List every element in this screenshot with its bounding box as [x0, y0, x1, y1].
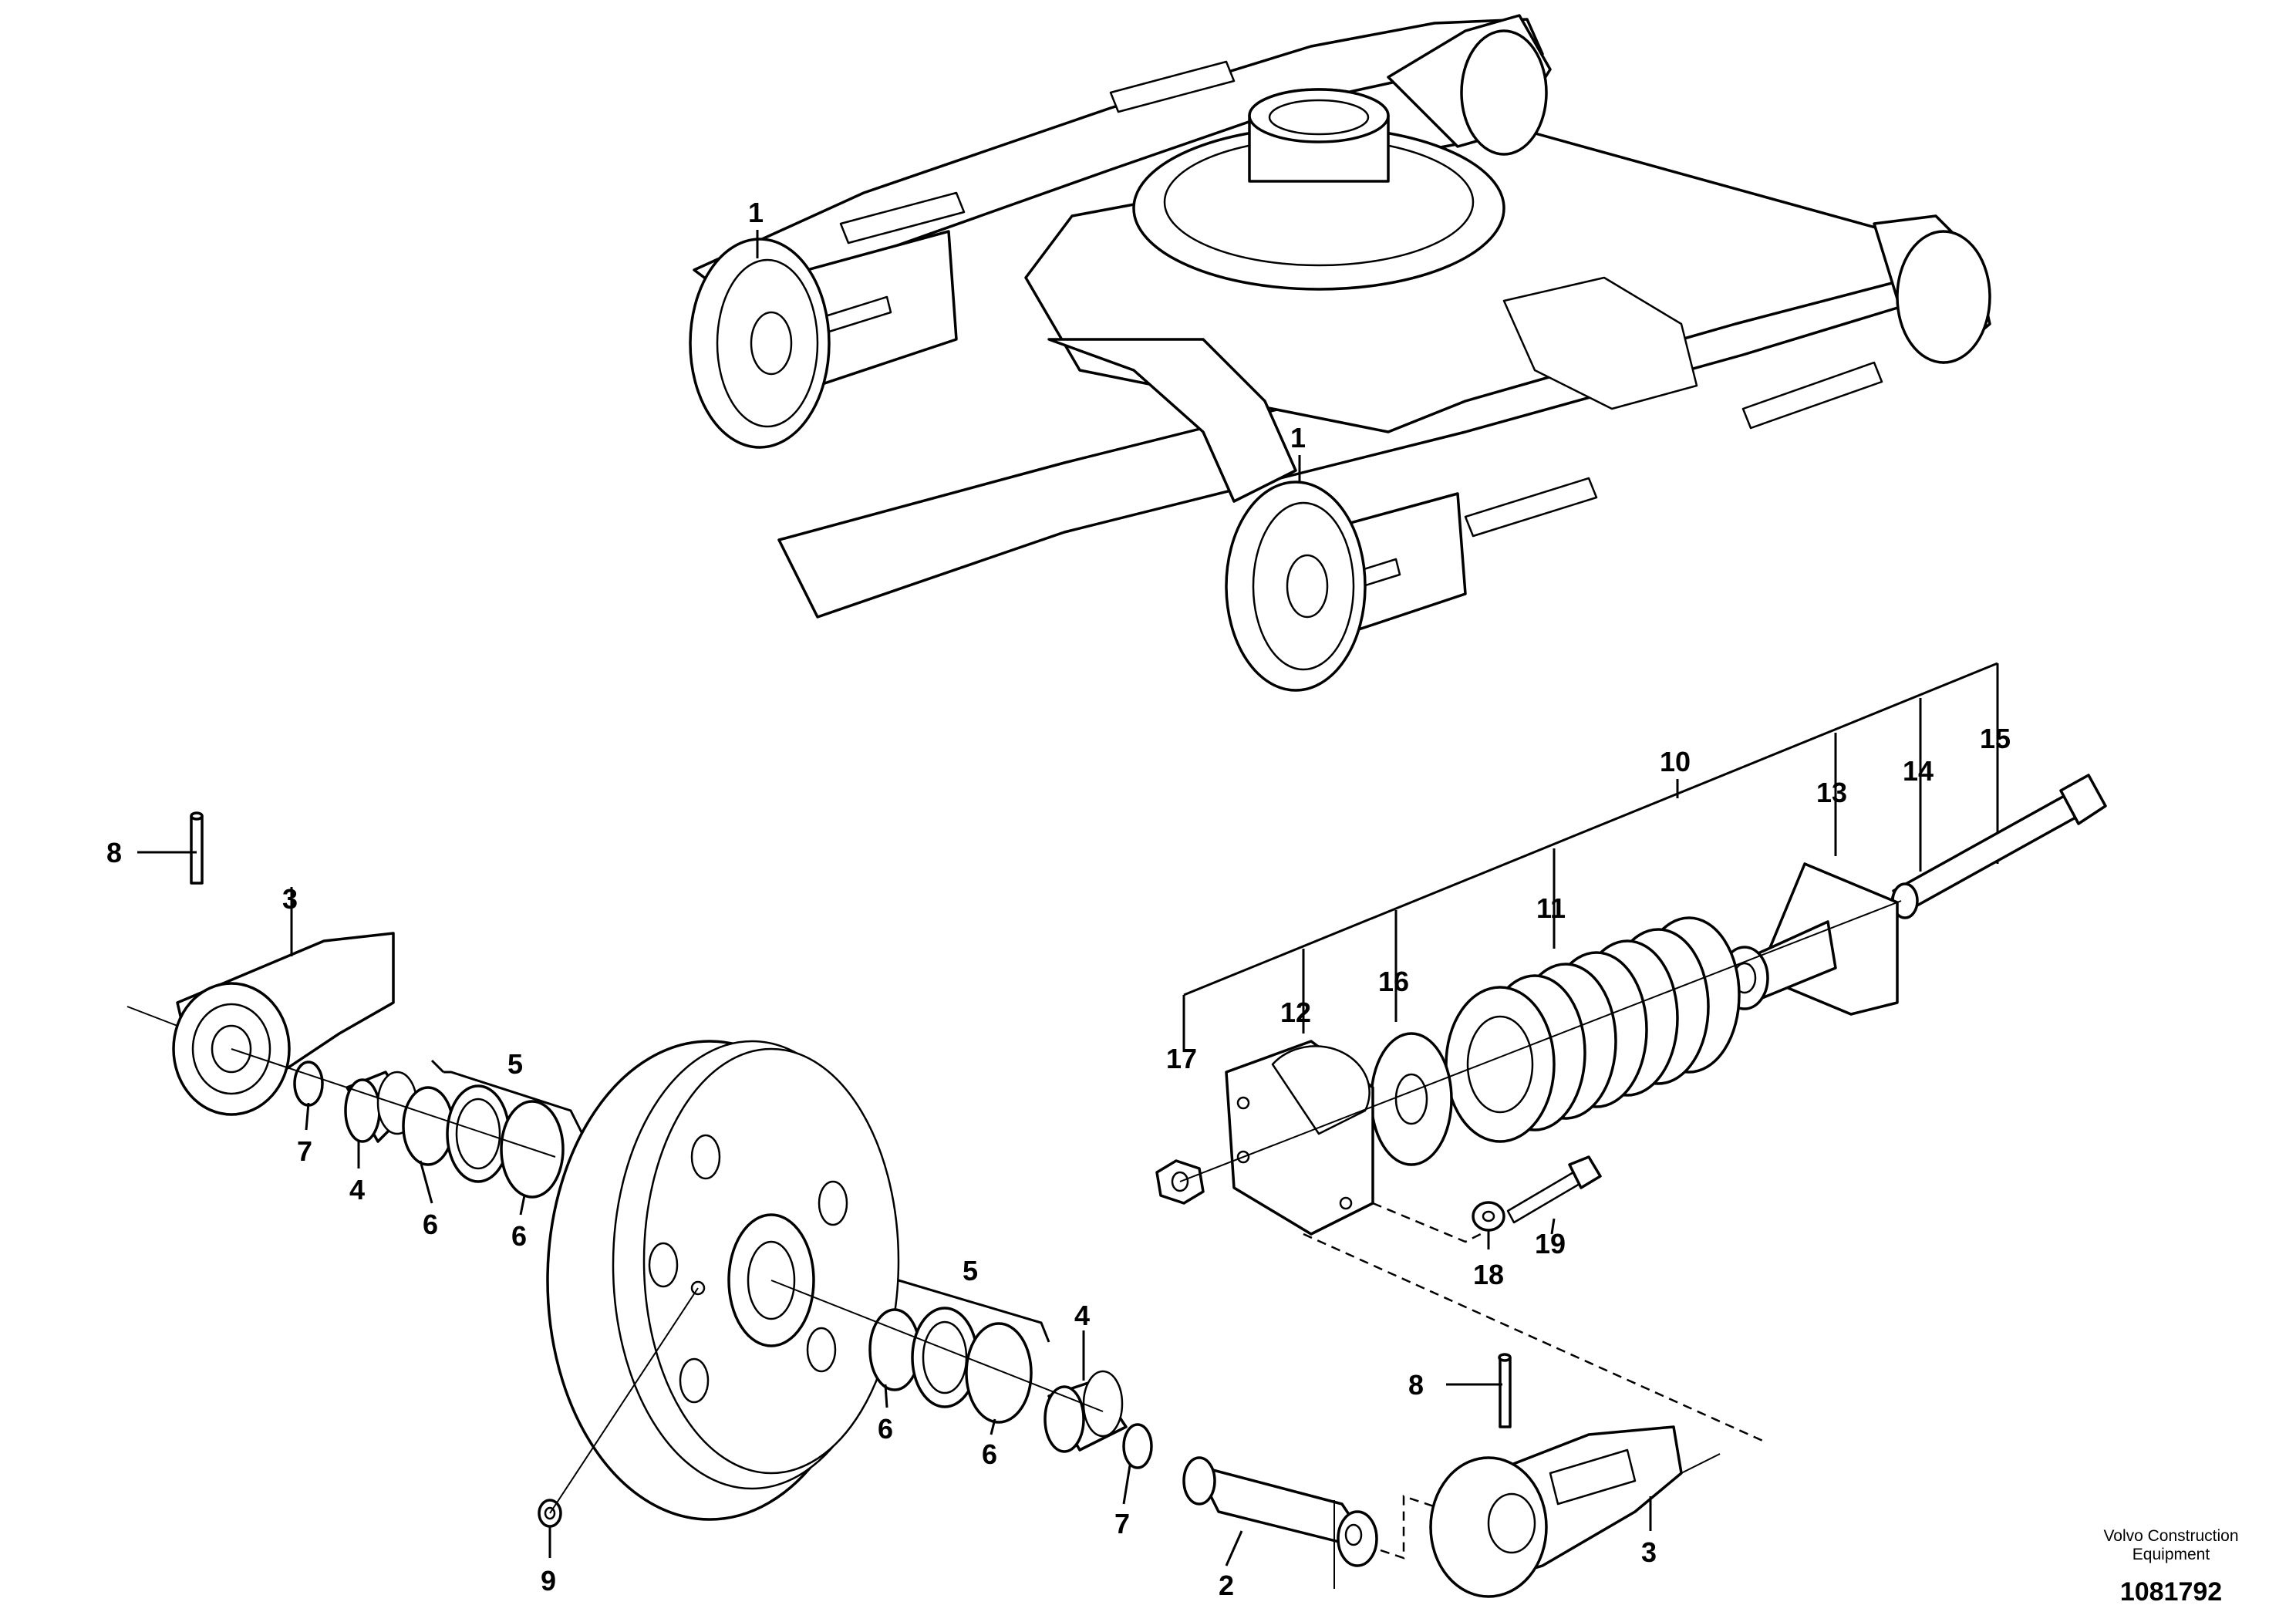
callout-1-left: 1: [748, 197, 764, 228]
callout-13: 13: [1816, 777, 1847, 808]
callout-9: 9: [541, 1565, 556, 1597]
shaft-2: [1182, 1456, 1378, 1567]
idler-wheel: [546, 1040, 900, 1521]
pin-8-upper: [190, 811, 204, 885]
bolt-19: [1506, 1155, 1602, 1224]
brand-line-2: Equipment: [2132, 1546, 2210, 1563]
callout-6-c: 6: [878, 1413, 893, 1445]
callout-10: 10: [1660, 746, 1691, 777]
callout-6-b: 6: [511, 1220, 527, 1252]
callout-18: 18: [1473, 1259, 1504, 1290]
callout-8-upper: 8: [106, 837, 122, 868]
callout-15: 15: [1980, 723, 2011, 754]
callout-4-left: 4: [349, 1174, 365, 1206]
callout-6-d: 6: [982, 1438, 997, 1470]
callout-5-left: 5: [507, 1048, 523, 1080]
drawing-number: 1081792: [2120, 1577, 2222, 1607]
callout-7-right: 7: [1114, 1508, 1130, 1539]
callout-4-right: 4: [1074, 1300, 1090, 1331]
o-ring-7-right: [1122, 1423, 1153, 1469]
seal-5-right: [868, 1307, 1033, 1424]
bracket-12: [1225, 1040, 1374, 1236]
callout-14: 14: [1903, 755, 1934, 787]
callout-19: 19: [1535, 1228, 1566, 1259]
callout-5-right: 5: [963, 1255, 978, 1286]
brand-line-1: Volvo Construction: [2103, 1527, 2238, 1545]
callout-3-right: 3: [1641, 1536, 1657, 1568]
bushing-4-right: [1043, 1370, 1128, 1453]
callout-tree-10: [1182, 662, 1999, 1049]
callout-11: 11: [1536, 892, 1566, 924]
callout-7-left: 7: [297, 1135, 312, 1167]
callout-17: 17: [1166, 1043, 1197, 1074]
pin-8-lower: [1498, 1353, 1512, 1428]
seal-5-left: [402, 1084, 565, 1199]
support-3-left: [172, 932, 395, 1116]
callout-labels: 1 1 2 3 3 4 4 5 5 6 6 6 6 7 7 8 8 9 10 1…: [106, 197, 2011, 1601]
idler-wheel-front: [1225, 481, 1367, 692]
spring-11: [1445, 916, 1741, 1143]
callout-1-front: 1: [1290, 422, 1306, 454]
nut-17: [1155, 1159, 1205, 1205]
callout-12: 12: [1280, 996, 1311, 1028]
drawing-footer: Volvo Construction Equipment 1081792: [2103, 1527, 2238, 1607]
support-3-right: [1429, 1425, 1683, 1598]
callout-6-a: 6: [423, 1209, 438, 1240]
callout-16: 16: [1378, 966, 1409, 997]
washer-18: [1472, 1201, 1505, 1232]
idler-wheel-left: [689, 238, 831, 449]
callout-3-left: 3: [282, 883, 298, 915]
o-ring-7-left: [293, 1061, 324, 1107]
leader-lines: [137, 230, 1652, 1566]
washer-16: [1370, 1032, 1453, 1166]
rod-13: [1720, 862, 1899, 1016]
callout-2: 2: [1219, 1570, 1234, 1601]
callout-8-lower: 8: [1408, 1369, 1424, 1401]
